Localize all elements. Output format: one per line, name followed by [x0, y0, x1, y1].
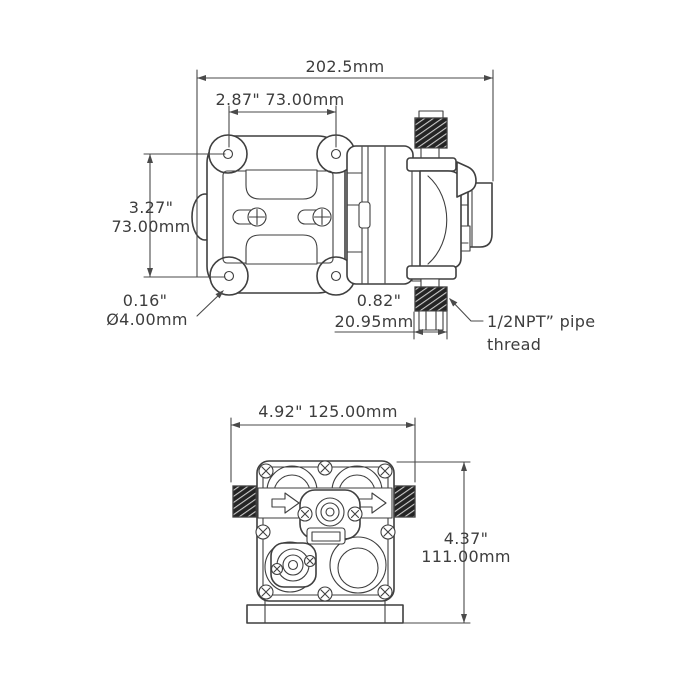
- overall-width-label: 202.5mm: [305, 57, 384, 76]
- bracket-cutout-top: [245, 169, 318, 200]
- pipe-thread-note-line1: 1/2NPT” pipe: [487, 312, 595, 331]
- dim-front-height: 4.37" 111.00mm: [396, 461, 511, 624]
- pipe-thread-note-line2: thread: [487, 335, 541, 354]
- bottom-flange: [406, 265, 457, 280]
- bolt-spacing-v-in-label: 3.27": [129, 198, 173, 217]
- dim-bolt-spacing-horizontal: 2.87" 73.00mm: [216, 90, 345, 148]
- check-valve-cap: [456, 161, 477, 198]
- bolt-spacing-h-label: 2.87" 73.00mm: [216, 90, 345, 109]
- mount-hole: [223, 270, 235, 282]
- bottom-port-thread: [414, 286, 448, 312]
- flow-arrow-icon: [271, 492, 300, 514]
- pump-head: [406, 110, 493, 331]
- side-view: 202.5mm 2.87" 73.00mm 3.27" 73.00mm 0.16…: [106, 57, 595, 354]
- flow-arrow-icon: [358, 492, 387, 514]
- front-height-mm-label: 111.00mm: [421, 547, 511, 566]
- bottom-port-stem: [420, 278, 440, 288]
- front-view: 4.92" 125.00mm 4.37" 111.00mm: [230, 402, 511, 624]
- base-plate: [246, 600, 404, 624]
- bracket-screw-icon: [247, 207, 267, 227]
- front-width-label: 4.92" 125.00mm: [258, 402, 397, 421]
- dim-bolt-spacing-vertical: 3.27" 73.00mm: [111, 153, 226, 278]
- bolt-spacing-v-mm-label: 73.00mm: [111, 217, 190, 236]
- dim-front-width: 4.92" 125.00mm: [230, 402, 416, 483]
- port-width-in-label: 0.82": [357, 291, 401, 310]
- head-volute-curve: [427, 175, 448, 265]
- front-height-in-label: 4.37": [444, 529, 488, 548]
- top-port-thread: [414, 117, 448, 149]
- bracket-cutout-bottom: [245, 234, 318, 265]
- mount-hole: [330, 148, 342, 160]
- pump-housing: [255, 460, 396, 602]
- dim-port-width: 0.82" 20.95mm: [334, 291, 448, 340]
- outlet-port-thread: [393, 485, 416, 518]
- motor-body: [346, 145, 414, 285]
- label-plate: [306, 527, 346, 545]
- pressure-switch: [450, 182, 493, 252]
- bearing-assembly: [270, 542, 317, 588]
- chamber: [329, 536, 387, 594]
- pipe-thread-callout: 1/2NPT” pipe thread: [449, 298, 595, 354]
- dim-overall-width: 202.5mm: [196, 57, 494, 278]
- bracket-screw-icon: [312, 207, 332, 227]
- motor-clip: [358, 201, 371, 229]
- dim-mount-hole: 0.16" Ø4.00mm: [106, 290, 224, 329]
- top-flange: [406, 157, 457, 172]
- head-housing: [419, 170, 462, 269]
- mount-hole: [330, 270, 342, 282]
- port-width-mm-label: 20.95mm: [334, 312, 413, 331]
- bottom-port-nut: [418, 310, 444, 331]
- mount-hole-mm-label: Ø4.00mm: [106, 310, 188, 329]
- inlet-port-thread: [232, 485, 258, 518]
- top-port-stem: [420, 147, 440, 159]
- cam-assembly: [297, 489, 363, 545]
- mounting-bracket: [206, 134, 356, 296]
- housing-screws: [255, 460, 396, 602]
- mount-hole-in-label: 0.16": [123, 291, 167, 310]
